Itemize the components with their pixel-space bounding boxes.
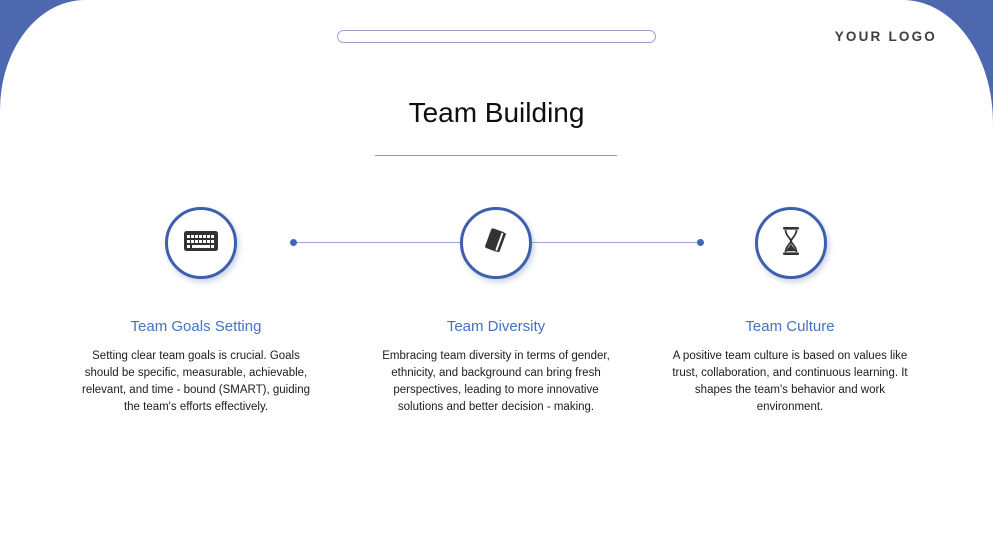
column-body: Embracing team diversity in terms of gen… [382,350,610,413]
timeline-line-right [532,242,697,243]
column-body: Setting clear team goals is crucial. Goa… [82,350,310,413]
icon-circle-diversity [460,207,532,279]
column-heading: Team Goals Setting [130,318,262,335]
column-team-goals: Team Goals Setting Setting clear team go… [74,318,318,416]
hourglass-icon [779,226,803,261]
header-pill-decoration [337,30,656,43]
logo-placeholder: YOUR LOGO [834,29,937,44]
column-body: A positive team culture is based on valu… [672,350,908,413]
timeline-dot-right [697,239,704,246]
column-heading: Team Culture [745,318,835,335]
timeline-dot-left [290,239,297,246]
column-heading: Team Diversity [446,318,546,335]
keyboard-icon [183,230,219,257]
slide-title: Team Building [408,97,585,128]
column-team-culture: Team Culture A positive team culture is … [670,318,910,416]
timeline-line-left [297,242,460,243]
title-underline [375,155,617,156]
icon-circle-goals [165,207,237,279]
book-icon [481,226,511,261]
column-team-diversity: Team Diversity Embracing team diversity … [376,318,616,416]
icon-circle-culture [755,207,827,279]
